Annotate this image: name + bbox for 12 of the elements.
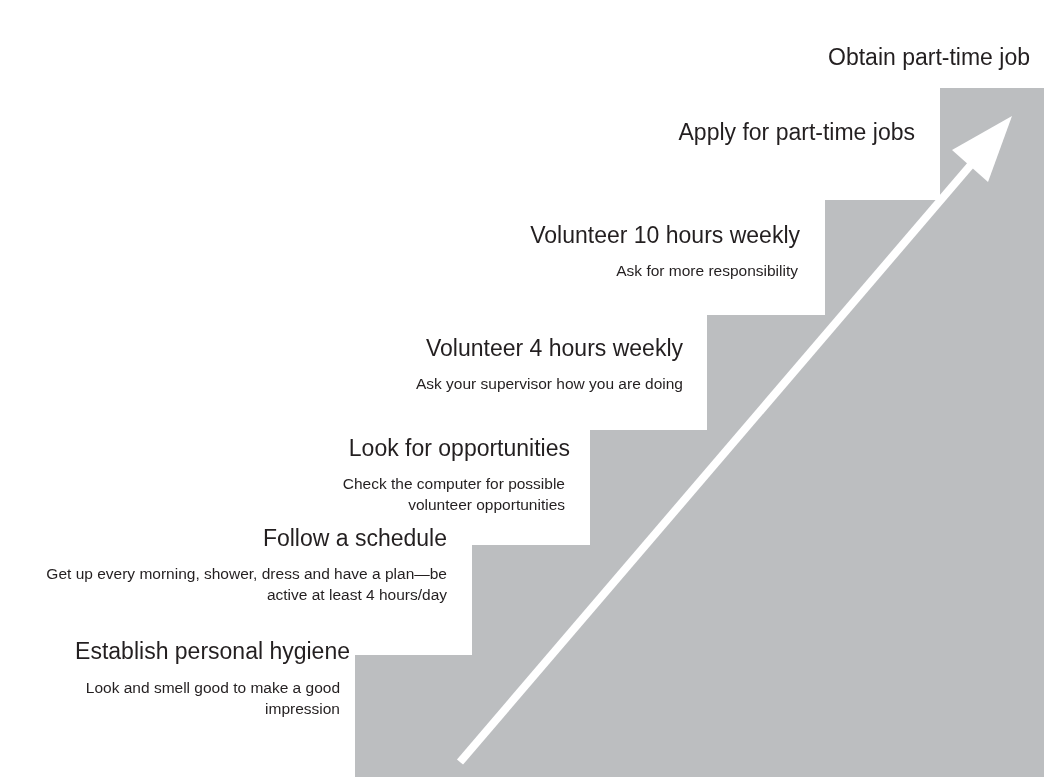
step-description: Check the computer for possible volunteer opportunities [341, 474, 565, 515]
step-description: Look and smell good to make a good impression [84, 678, 340, 719]
step-heading: Follow a schedule [262, 525, 447, 552]
step-heading: Volunteer 4 hours weekly [426, 335, 683, 362]
step-description: Get up every morning, shower, dress and have a plan—be active at least 4 hours/day [45, 564, 447, 605]
step-heading: Apply for part-time jobs [678, 119, 915, 146]
step-description: Ask for more responsibility [615, 261, 798, 281]
step-heading: Establish personal hygiene [75, 638, 350, 665]
step-description: Ask your supervisor how you are doing [414, 374, 683, 394]
step-heading: Obtain part-time job [828, 44, 1030, 71]
step-heading: Look for opportunities [348, 435, 570, 462]
step-heading: Volunteer 10 hours weekly [530, 222, 800, 249]
